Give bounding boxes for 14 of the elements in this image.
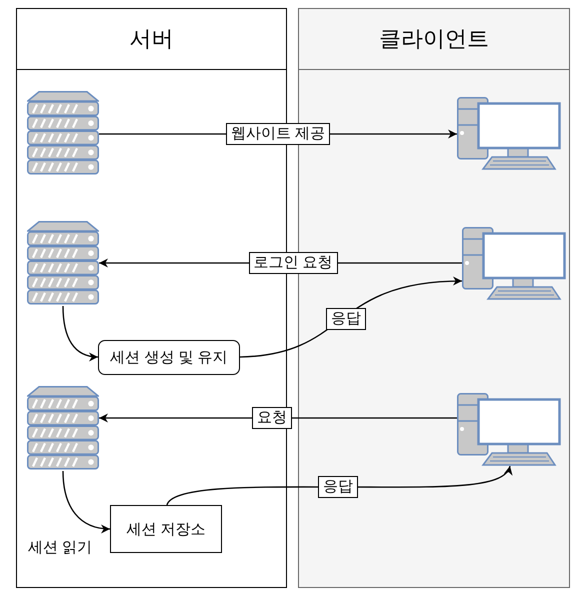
note-text: 세션 읽기	[28, 538, 92, 558]
edge-label: 응답	[326, 308, 366, 330]
arrow	[62, 306, 98, 361]
process-box: 세션 저장소	[110, 505, 222, 553]
arrow	[62, 470, 110, 533]
edge-label: 요청	[252, 407, 292, 429]
lane-header: 클라이언트	[299, 9, 569, 70]
edge-label: 응답	[318, 476, 358, 498]
lane-header: 서버	[17, 9, 286, 70]
edge-label: 로그인 요청	[248, 252, 338, 274]
arrow	[99, 414, 457, 422]
process-box: 세션 생성 및 유지	[98, 340, 240, 375]
arrow	[166, 466, 511, 506]
edge-label: 웹사이트 제공	[226, 123, 330, 145]
